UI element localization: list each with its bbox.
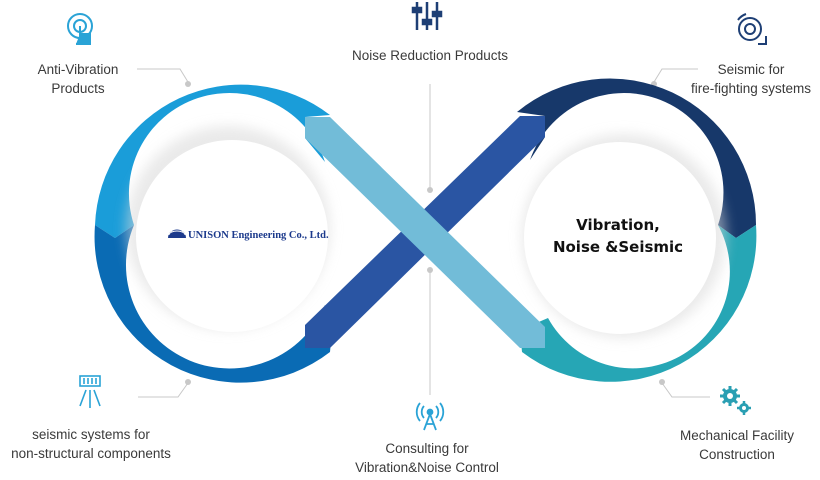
antenna-icon <box>415 402 445 431</box>
company-logo: UNISON Engineering Co., Ltd. <box>188 230 329 241</box>
gears-icon <box>720 386 751 415</box>
left-ring-top <box>95 84 330 238</box>
left-inner-circle <box>136 140 328 332</box>
label-anti-vibration: Anti-Vibration Products <box>18 60 138 98</box>
label-consulting-line1: Consulting for <box>385 441 469 456</box>
label-mechanical-line1: Mechanical Facility <box>679 428 795 443</box>
label-mechanical: Mechanical Facility Construction <box>664 426 810 464</box>
band-light <box>305 117 545 348</box>
center-title-line2: Noise &Seismic <box>552 238 684 256</box>
right-ring-top <box>517 78 757 238</box>
right-inner-circle <box>524 142 716 334</box>
left-ring-bottom <box>94 225 333 383</box>
unison-logo-icon <box>168 228 186 238</box>
connector-lines <box>137 68 710 398</box>
label-seismic-nonstructural-line1: seismic systems for <box>32 427 150 442</box>
label-noise-reduction: Noise Reduction Products <box>330 46 530 65</box>
sliders-icon <box>411 2 443 30</box>
label-mechanical-line2: Construction <box>699 447 775 462</box>
label-noise-reduction-line1: Noise Reduction Products <box>351 48 509 63</box>
label-consulting: Consulting for Vibration&Noise Control <box>340 439 514 477</box>
label-anti-vibration-line1: Anti-Vibration <box>37 62 119 77</box>
label-seismic-nonstructural-line2: non-structural components <box>11 446 171 461</box>
label-consulting-line2: Vibration&Noise Control <box>355 460 499 475</box>
company-name: UNISON Engineering Co., Ltd. <box>188 230 329 241</box>
center-title: Vibration, Noise &Seismic <box>548 214 688 258</box>
label-seismic-nonstructural: seismic systems for non-structural compo… <box>0 425 182 463</box>
alarm-bell-icon <box>737 13 767 45</box>
sprinkler-icon <box>79 375 101 408</box>
center-title-line1: Vibration, <box>576 216 660 234</box>
label-anti-vibration-line2: Products <box>51 81 105 96</box>
label-seismic-fire-line1: Seismic for <box>717 62 785 77</box>
touch-icon <box>67 13 93 45</box>
right-ring-bottom <box>520 225 757 382</box>
label-seismic-fire-line2: fire-fighting systems <box>690 81 812 96</box>
label-seismic-fire: Seismic for fire-fighting systems <box>676 60 820 98</box>
